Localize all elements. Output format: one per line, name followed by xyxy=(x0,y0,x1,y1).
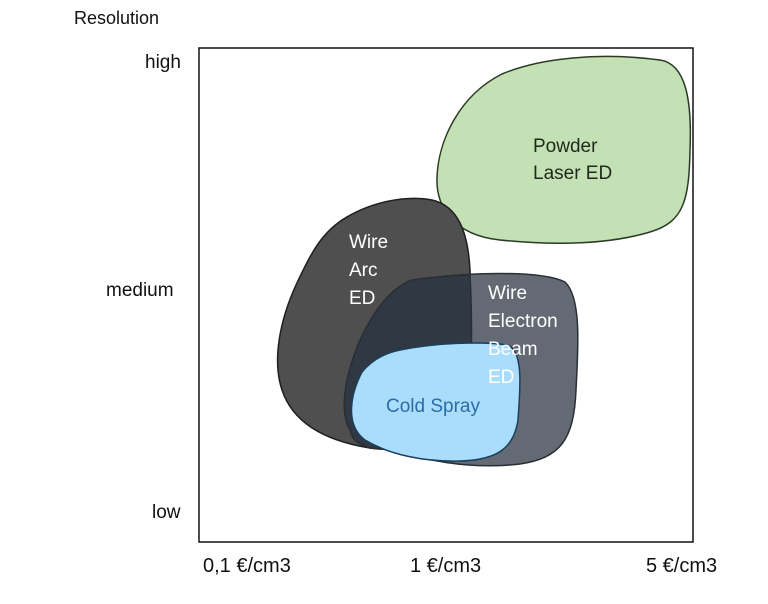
x-tick-mid-cost: 1 €/cm3 xyxy=(410,555,482,577)
wire-arc-label-line: Arc xyxy=(349,260,378,281)
wire-electron-beam-label-line: Wire xyxy=(488,283,527,304)
wire-arc-label-line: ED xyxy=(349,288,375,309)
x-tick-high-cost: 5 €/cm3 xyxy=(646,555,718,577)
y-tick-medium: medium xyxy=(106,280,174,301)
cold-spray-label: Cold Spray xyxy=(386,396,480,417)
wire-electron-beam-label-line: Electron xyxy=(488,311,558,332)
wire-arc-label-line: Wire xyxy=(349,232,388,253)
wire-electron-beam-label-line: Beam xyxy=(488,339,538,360)
x-tick-low-cost: 0,1 €/cm3 xyxy=(203,555,291,577)
wire-electron-beam-label-line: ED xyxy=(488,367,514,388)
powder-laser-label-line: Laser ED xyxy=(533,163,612,184)
powder-laser-label-line: Powder xyxy=(533,136,598,157)
y-tick-high: high xyxy=(145,52,181,73)
y-axis-title: Resolution xyxy=(74,8,160,28)
powder-laser-region xyxy=(436,55,692,245)
y-tick-low: low xyxy=(152,502,181,523)
cold-spray-label-line: Cold Spray xyxy=(386,396,480,417)
cold-spray-region xyxy=(350,342,521,462)
plot-frame xyxy=(198,47,694,543)
